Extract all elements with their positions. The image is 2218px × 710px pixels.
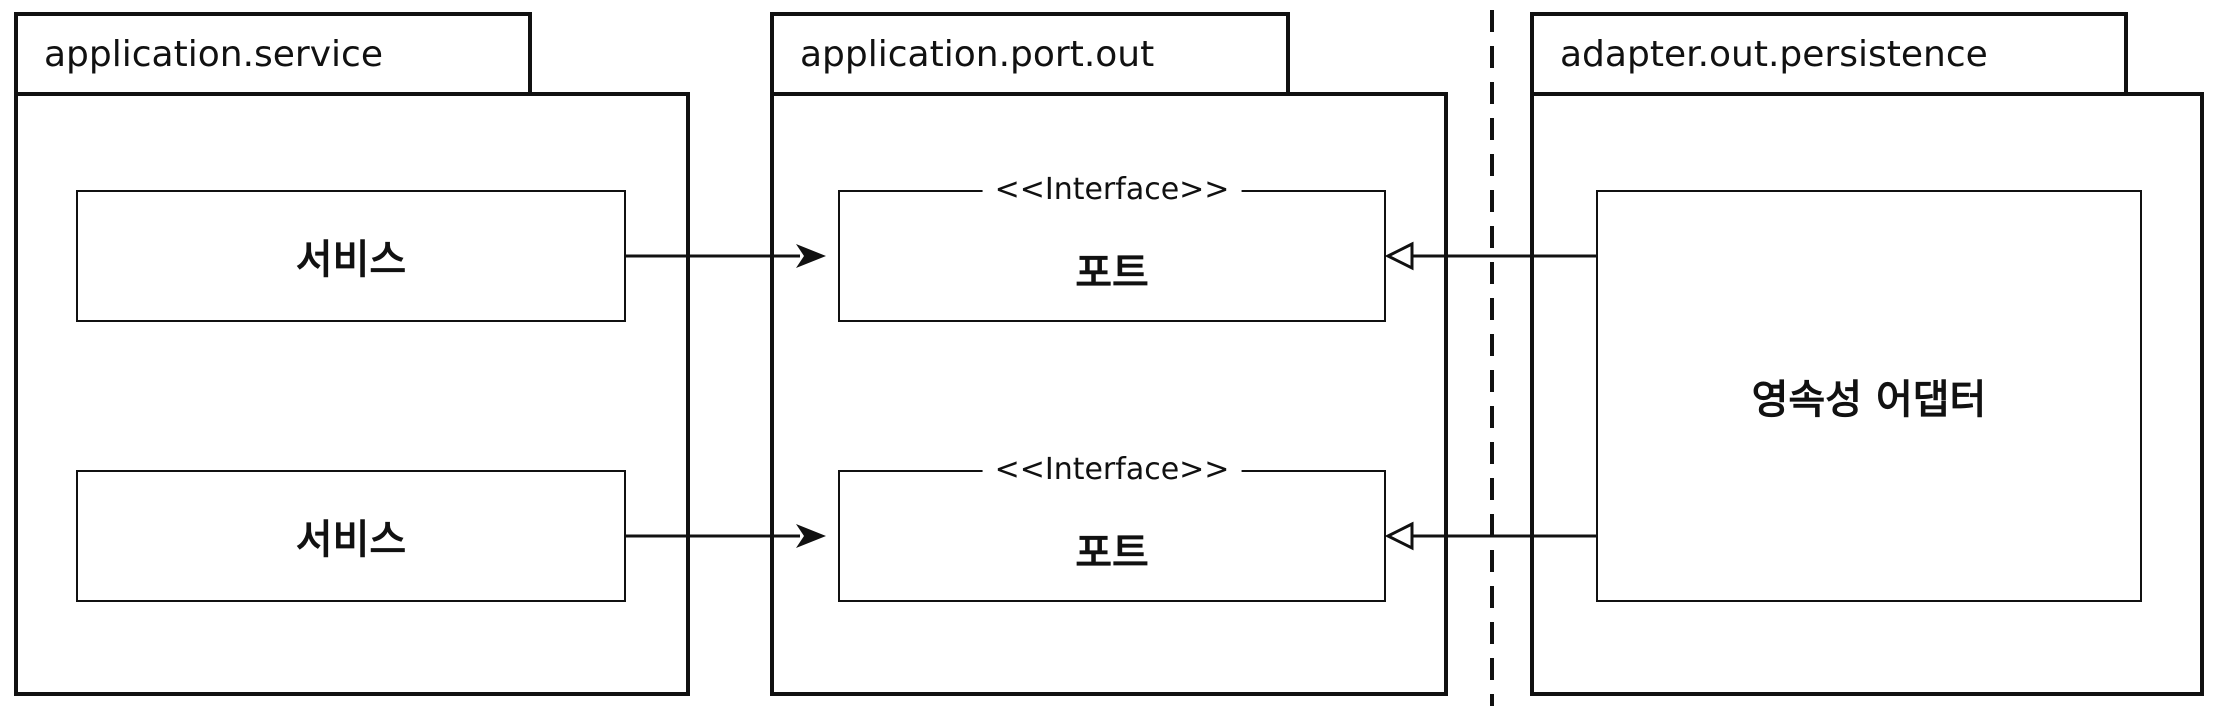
service-label: 서비스 <box>295 517 407 563</box>
port-label: 포트 <box>1075 530 1149 576</box>
package-name: application.service <box>44 34 383 75</box>
package-tab-application-service: application.service <box>14 12 532 96</box>
port-interface-box: <<Interface>> 포트 <box>838 170 1386 322</box>
usage-arrow <box>626 524 826 548</box>
port-label: 포트 <box>1075 250 1149 296</box>
package-tab-application-port-out: application.port.out <box>770 12 1290 96</box>
adapter-label: 영속성 어댑터 <box>1751 377 1987 423</box>
interface-stereotype: <<Interface>> <box>982 450 1242 490</box>
service-label: 서비스 <box>295 237 407 283</box>
persistence-adapter-box: 영속성 어댑터 <box>1596 190 2142 602</box>
service-box: 서비스 <box>76 470 626 602</box>
port-interface-box: <<Interface>> 포트 <box>838 450 1386 602</box>
service-box: 서비스 <box>76 190 626 322</box>
interface-stereotype: <<Interface>> <box>982 170 1242 210</box>
package-name: adapter.out.persistence <box>1560 34 1988 75</box>
usage-arrow <box>626 244 826 268</box>
package-tab-adapter-out-persistence: adapter.out.persistence <box>1530 12 2128 96</box>
implementation-arrow <box>1384 521 1596 551</box>
implementation-arrow <box>1384 241 1596 271</box>
package-name: application.port.out <box>800 34 1155 75</box>
